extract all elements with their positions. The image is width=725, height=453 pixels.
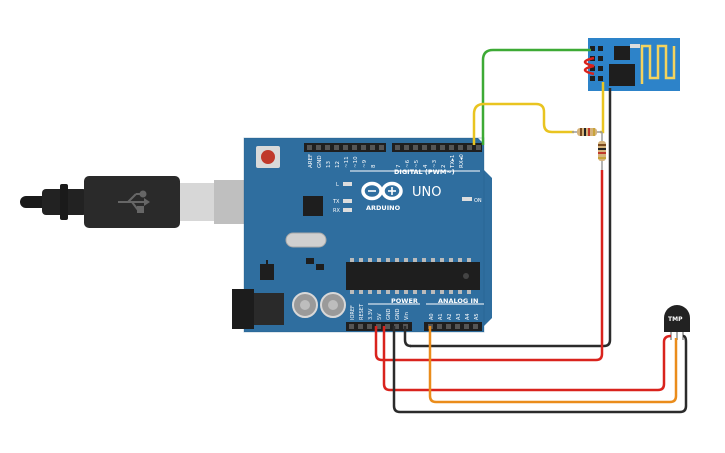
- pin-label-ioref: IOREF: [350, 305, 356, 320]
- wire-red-esp-loop[interactable]: [583, 56, 595, 76]
- led-l-label: L: [336, 182, 339, 188]
- atmega-chip: [346, 258, 480, 294]
- pin-label-a5: A5: [474, 313, 480, 320]
- led-tx-label: TX: [332, 199, 340, 205]
- wire-red-5v-short[interactable]: [374, 326, 383, 362]
- led-rx-label: RX: [333, 208, 340, 214]
- power-header: [346, 322, 412, 331]
- pin-label-6: ~6: [405, 159, 411, 168]
- esp8266-wifi-module[interactable]: [588, 38, 680, 91]
- capacitor-1: [292, 292, 318, 318]
- digital-header-label: DIGITAL (PWM~): [394, 168, 455, 176]
- esp-led: [630, 44, 640, 48]
- pin-label-11: ~11: [344, 156, 350, 168]
- resistor-horizontal[interactable]: [572, 128, 602, 136]
- wire-black-esp-gnd[interactable]: [410, 88, 612, 348]
- pin-label-a3: A3: [456, 313, 462, 320]
- usb-cable-ridge: [60, 184, 68, 220]
- tmp36-temperature-sensor[interactable]: TMP: [664, 305, 690, 340]
- pin-label-aref: AREF: [308, 154, 314, 168]
- pin-label-2: 2: [441, 165, 447, 169]
- power-jack[interactable]: [232, 289, 284, 329]
- usb-plug-metal: [180, 183, 214, 221]
- resistor-vertical[interactable]: [598, 132, 606, 172]
- tmp-sensor-body: [664, 305, 690, 332]
- esp-chip: [609, 64, 635, 86]
- tmp-pin-2: [676, 332, 678, 340]
- pin-label-a2: A2: [447, 313, 453, 320]
- analog-header-label: ANALOG IN: [438, 297, 478, 305]
- wire-black-sensor-gnd[interactable]: [392, 326, 688, 414]
- reset-button[interactable]: [256, 146, 280, 168]
- wire-red-sensor-vcc[interactable]: [382, 326, 672, 392]
- pin-label-3: ~3: [432, 159, 438, 168]
- esp-antenna-icon: [640, 44, 676, 84]
- led-rx: [343, 208, 352, 212]
- pin-label-tx1: TX▸1: [450, 155, 456, 169]
- power-header-label: POWER: [391, 297, 418, 305]
- wire-red-esp-vcc[interactable]: [382, 170, 604, 362]
- pin-label-9: ~9: [362, 159, 368, 168]
- pin-label-rx0: RX◂0: [459, 154, 465, 168]
- pin-label-7: 7: [396, 164, 402, 168]
- pin-label-vin: Vin: [404, 312, 410, 320]
- pin-label-13: 13: [326, 161, 332, 168]
- pin-label-a4: A4: [465, 313, 471, 320]
- wire-yellow-rx[interactable]: [472, 102, 574, 145]
- voltage-regulator: [260, 258, 324, 280]
- pin-label-12: 12: [335, 161, 341, 168]
- usb-cable[interactable]: [20, 176, 250, 228]
- board-outline: [243, 137, 485, 333]
- led-on: [462, 197, 472, 201]
- led-tx: [343, 199, 352, 203]
- analog-header: [424, 322, 482, 331]
- pin-label-a0: A0: [429, 313, 435, 320]
- digital-header-pins[interactable]: [307, 145, 481, 150]
- arduino-model-text: UNO: [412, 185, 441, 200]
- pin-label-gnd: GND: [317, 155, 323, 168]
- pin-label-a1: A1: [438, 313, 444, 320]
- wire-orange-sensor-signal[interactable]: [428, 326, 678, 404]
- digital-header: [304, 143, 482, 152]
- wire-black-gnd-short[interactable]: [403, 326, 412, 348]
- digital-header-block-b: [392, 143, 482, 152]
- tmp-sensor-label: TMP: [668, 316, 683, 323]
- esp-flash-chip: [614, 46, 630, 60]
- arduino-logo-symbols: [368, 187, 396, 195]
- wire-green-tx[interactable]: [481, 48, 591, 145]
- led-on-label: ON: [474, 198, 482, 204]
- pin-label-gnd: GND: [386, 308, 392, 320]
- arduino-logo-icon: [361, 181, 403, 201]
- led-l: [343, 182, 352, 186]
- pin-label-33v: 3.3V: [368, 308, 374, 320]
- pin-label-5v: 5V: [377, 313, 383, 320]
- usb-chip: [303, 196, 323, 216]
- arduino-brand-text: ARDUINO: [366, 204, 401, 212]
- pin-label-8: 8: [371, 164, 377, 168]
- capacitor-2: [320, 292, 346, 318]
- crystal-oscillator: [285, 232, 327, 248]
- pin-label-5: ~5: [414, 159, 420, 168]
- pin-label-10: ~10: [353, 156, 359, 168]
- pin-label-reset: RESET: [359, 303, 365, 320]
- usb-symbol-icon: [118, 190, 150, 213]
- pin-label-4: 4: [423, 164, 429, 168]
- pin-label-gnd: GND: [395, 308, 401, 320]
